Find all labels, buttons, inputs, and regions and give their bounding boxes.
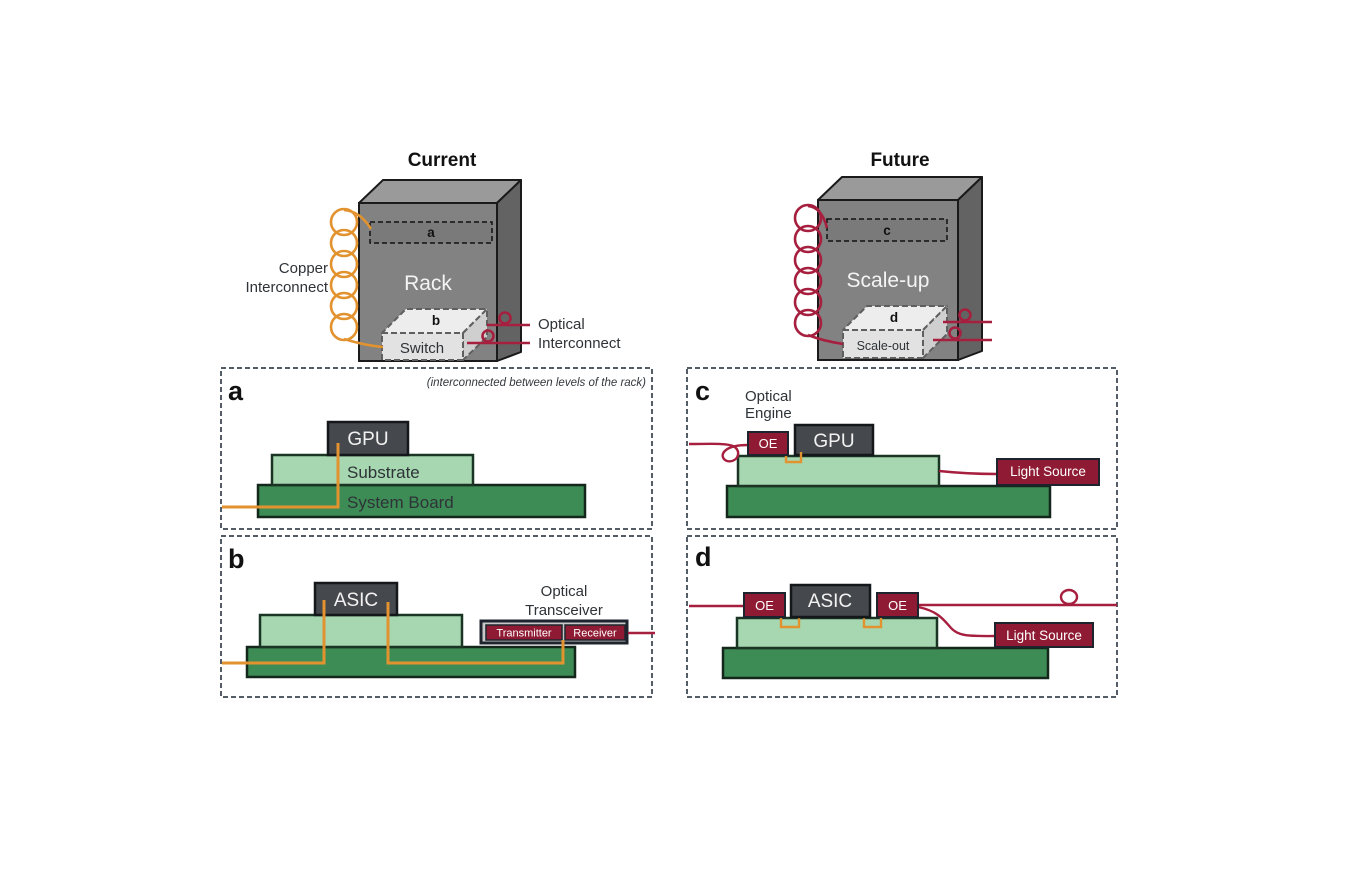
gpu-label: GPU xyxy=(813,431,854,452)
copper-trace xyxy=(222,443,340,509)
rack-label: Rack xyxy=(404,272,452,295)
panel-a-id: a xyxy=(228,376,244,406)
asic-chip xyxy=(313,581,399,617)
oe-box xyxy=(747,431,789,456)
fiber-loop xyxy=(1059,588,1079,606)
gpu-chip xyxy=(326,420,410,457)
scaleup-top-face xyxy=(817,176,983,201)
oe-label: OE xyxy=(759,436,778,451)
rack-slot-c xyxy=(826,218,948,242)
copper-trace-right xyxy=(386,602,565,665)
switch-ref-label: b xyxy=(432,313,440,328)
transmitter-label: Transmitter xyxy=(496,628,552,640)
rack-slot-c-label: c xyxy=(883,223,891,238)
transmitter-box xyxy=(485,624,563,641)
scaleout-ref-label: d xyxy=(890,310,898,325)
fiber-in-curl xyxy=(688,442,749,463)
light-source-box xyxy=(996,458,1100,486)
switch-label: Switch xyxy=(400,340,444,357)
fiber-to-light-source xyxy=(917,605,996,638)
rack-top-face xyxy=(358,179,522,204)
copper-trace-left xyxy=(222,600,326,665)
panel-c-id: c xyxy=(695,376,710,406)
receiver-box xyxy=(564,624,626,641)
switch-front-face xyxy=(381,332,464,361)
rack-side-face xyxy=(496,179,522,362)
future-rack-illustration: Future c Scale-up d Scale-out xyxy=(793,150,992,361)
transceiver-title-line2: Transceiver xyxy=(525,602,603,619)
oe-left-label: OE xyxy=(755,598,774,613)
optical-transceiver xyxy=(479,619,629,645)
future-title: Future xyxy=(870,150,929,171)
copper-label-line1: Copper xyxy=(279,260,328,277)
oe-asic-bracket-right xyxy=(862,615,883,629)
substrate-label: Substrate xyxy=(347,463,420,482)
current-title: Current xyxy=(408,150,477,171)
system-board xyxy=(721,646,1050,680)
light-source-box xyxy=(994,622,1094,648)
oe-box-left xyxy=(743,592,786,618)
fiber-coil xyxy=(793,203,844,346)
optical-label-line2: Interconnect xyxy=(538,335,621,352)
asic-label: ASIC xyxy=(334,590,378,611)
oe-right-label: OE xyxy=(888,598,907,613)
panel-b-id: b xyxy=(228,544,245,574)
rack-slot-a xyxy=(369,221,493,244)
receiver-label: Receiver xyxy=(573,628,617,640)
optical-fiber-loops xyxy=(467,311,530,345)
system-board-label: System Board xyxy=(347,493,454,512)
current-rack-illustration: Current a Rack b Switch Copper Interconn xyxy=(245,150,621,362)
light-source-label: Light Source xyxy=(1006,628,1082,643)
substrate xyxy=(735,616,939,650)
switch-box: b Switch xyxy=(381,308,488,361)
light-source-label: Light Source xyxy=(1010,464,1086,479)
panel-a: a (interconnected between levels of the … xyxy=(220,367,653,530)
oe-asic-bracket-left xyxy=(779,615,801,629)
gpu-chip xyxy=(793,423,875,457)
transceiver-title-line1: Optical xyxy=(541,583,588,600)
optical-engine-label-line2: Engine xyxy=(745,405,792,422)
scaleout-side-face xyxy=(922,305,948,359)
asic-label: ASIC xyxy=(808,591,852,612)
panel-c: c Optical Engine GPU OE Light Source xyxy=(686,367,1118,530)
future-fiber-loops xyxy=(933,308,992,342)
panel-d: d ASIC OE OE Light Source xyxy=(686,535,1118,698)
substrate xyxy=(258,613,464,649)
scaleup-label: Scale-up xyxy=(847,269,930,292)
panel-b: b ASIC Optical Transceiver Transmitter R… xyxy=(220,535,655,698)
fiber-to-light-source xyxy=(938,469,998,476)
substrate xyxy=(270,453,475,487)
copper-coil xyxy=(329,207,384,349)
gpu-label: GPU xyxy=(347,429,388,450)
system-board xyxy=(256,483,587,519)
panel-d-id: d xyxy=(695,542,712,572)
substrate xyxy=(736,454,941,488)
rack-slot-a-label: a xyxy=(427,225,435,240)
optical-engine-label-line1: Optical xyxy=(745,388,792,405)
asic-chip xyxy=(789,583,872,619)
oe-box-right xyxy=(876,592,919,618)
optical-label-line1: Optical xyxy=(538,316,585,333)
oe-gpu-bracket xyxy=(784,452,803,464)
copper-label-line2: Interconnect xyxy=(245,279,328,296)
system-board xyxy=(725,484,1052,519)
scaleout-label: Scale-out xyxy=(857,339,910,353)
panel-a-note: (interconnected between levels of the ra… xyxy=(427,377,646,389)
